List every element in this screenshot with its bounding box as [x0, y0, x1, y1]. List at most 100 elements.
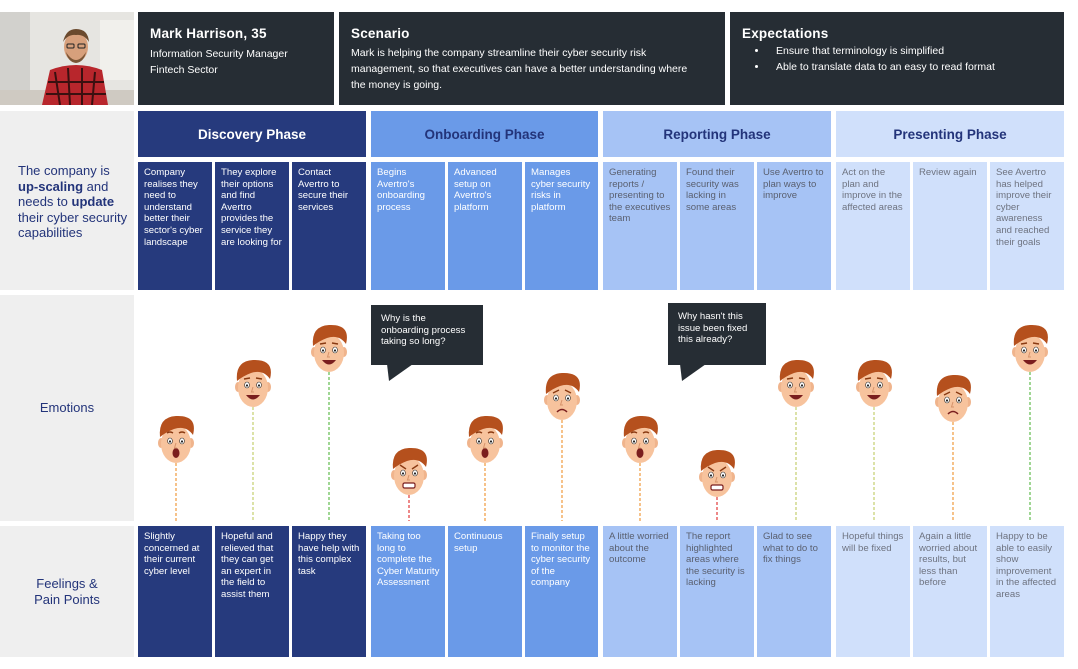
face-pupil: [709, 474, 713, 477]
action-cell: Found their security was lacking in some…: [680, 162, 754, 290]
face-pupil: [866, 384, 870, 387]
feeling-cell: Glad to see what to do to fix things: [757, 526, 831, 657]
emotion-curve: [158, 324, 1048, 521]
face-nose: [406, 474, 410, 481]
face-brow: [243, 377, 263, 380]
feeling-cell: The report highlighted areas where the s…: [680, 526, 754, 657]
face-nose: [559, 399, 563, 406]
scenario-card: Scenario Mark is helping the company str…: [339, 12, 725, 105]
face-pupil: [1034, 349, 1038, 352]
face-pupil: [945, 399, 949, 402]
emotion-face-sad: [544, 372, 580, 521]
feeling-cell: Happy to be able to easily show improvem…: [990, 526, 1064, 657]
face-pupil: [957, 399, 961, 402]
face-pupil: [878, 384, 882, 387]
feeling-cell: A little worried about the outcome: [603, 526, 677, 657]
persona-card: Mark Harrison, 35 Information Security M…: [138, 12, 334, 105]
emotion-face-angry: [391, 447, 427, 521]
scenario-text: Mark is helping the company streamline t…: [351, 47, 688, 91]
expectation-item: Able to translate data to an easy to rea…: [768, 59, 1052, 75]
face-brow: [552, 389, 572, 394]
face-pupil: [168, 440, 172, 443]
emotion-face-angry: [699, 449, 735, 521]
action-cell: Company realises they need to understand…: [138, 162, 212, 290]
bubble-tail: [680, 364, 706, 381]
face-hair: [936, 374, 971, 396]
face-mouth: [481, 448, 489, 458]
action-cell: Act on the plan and improve in the affec…: [836, 162, 910, 290]
emotions-label: Emotions: [39, 400, 95, 416]
face-nose: [714, 476, 718, 483]
face-pupil: [477, 440, 481, 443]
face-mouth: [322, 360, 336, 365]
face-nose: [793, 386, 797, 393]
face-mouth: [246, 395, 260, 400]
feelings-label-box: Feelings & Pain Points: [0, 526, 134, 657]
persona-sector: Fintech Sector: [150, 64, 218, 76]
feeling-cell: Taking too long to complete the Cyber Ma…: [371, 526, 445, 657]
action-cell: Manages cyber security risks in platform: [525, 162, 598, 290]
goal-emphasis: up-scaling: [18, 178, 84, 194]
face-mouth: [1023, 360, 1037, 365]
expectation-item: Ensure that terminology is simplified: [768, 43, 1052, 59]
face-brow: [166, 431, 186, 434]
face-nose: [173, 442, 177, 449]
face-nose: [950, 401, 954, 408]
emotion-face-sad: [935, 374, 971, 521]
emotion-face-shocked: [158, 415, 194, 521]
action-cell: Advanced setup on Avertro's platform: [448, 162, 522, 290]
emotion-face-happy: [235, 359, 271, 521]
face-mouth: [556, 408, 568, 413]
face-brow: [786, 377, 806, 380]
phase-discovery: Discovery Phase: [138, 111, 366, 157]
persona-name: Mark Harrison, 35: [150, 26, 267, 41]
face-pupil: [489, 440, 493, 443]
expectations-list: Ensure that terminology is simplified Ab…: [742, 43, 1052, 75]
face-hair: [468, 415, 503, 437]
face-mouth: [947, 410, 959, 415]
face-nose: [326, 351, 330, 358]
emotions-label-box: Emotions: [0, 295, 134, 521]
face-mouth: [636, 448, 644, 458]
phase-presenting: Presenting Phase: [836, 111, 1064, 157]
face-pupil: [321, 349, 325, 352]
face-hair: [545, 372, 580, 394]
feeling-cell: Again a little worried about results, bu…: [913, 526, 987, 657]
face-nose: [637, 442, 641, 449]
face-mouth: [710, 484, 724, 491]
face-pupil: [632, 440, 636, 443]
feelings-label: Feelings & Pain Points: [34, 576, 100, 607]
feeling-cell: Hopeful and relieved that they can get a…: [215, 526, 289, 657]
goal-emphasis: update: [71, 194, 115, 209]
face-mouth: [402, 482, 416, 489]
emotion-face-shocked: [622, 415, 658, 521]
face-hair: [159, 415, 194, 437]
bubble-tail: [387, 364, 413, 381]
face-brow: [630, 431, 650, 434]
face-mouth: [172, 448, 180, 458]
scenario-title: Scenario: [351, 26, 410, 41]
face-hair: [779, 359, 814, 381]
face-brow: [707, 466, 727, 472]
emotions-area: [138, 295, 1064, 521]
face-pupil: [554, 397, 558, 400]
speech-bubble: Why is the onboarding process taking so …: [371, 305, 483, 365]
action-cell: See Avertro has helped improve their cyb…: [990, 162, 1064, 290]
emotion-face-happy: [778, 359, 814, 521]
face-pupil: [788, 384, 792, 387]
goal-text: and needs to: [18, 178, 109, 210]
face-pupil: [333, 349, 337, 352]
face-nose: [871, 386, 875, 393]
feeling-cell: Happy they have help with this complex t…: [292, 526, 366, 657]
action-cell: Review again: [913, 162, 987, 290]
face-nose: [482, 442, 486, 449]
action-cell: Contact Avertro to secure their services: [292, 162, 366, 290]
face-brow: [1020, 342, 1040, 345]
face-brow: [943, 391, 963, 396]
face-pupil: [245, 384, 249, 387]
feeling-cell: Slightly concerned at their current cybe…: [138, 526, 212, 657]
action-cell: They explore their options and find Aver…: [215, 162, 289, 290]
face-hair: [700, 449, 735, 471]
bubble-text: Why hasn't this issue been fixed this al…: [678, 311, 748, 346]
goal-box: The company is up-scaling and needs to u…: [0, 111, 134, 290]
